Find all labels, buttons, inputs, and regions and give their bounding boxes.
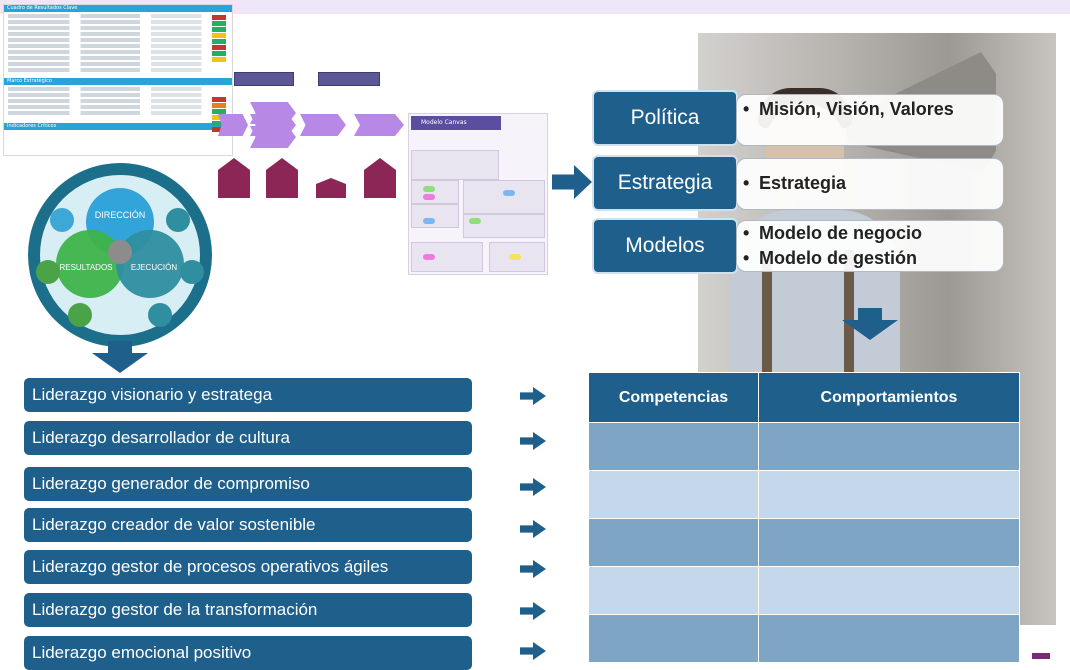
bullet: Estrategia [737,173,1003,194]
wheel-right-label: EJECUCIÓN [131,263,177,272]
table-cell [758,470,1020,519]
doc-header: Cuadro de Resultados Clave [4,5,232,12]
bullet: Modelo de gestión [737,248,1003,269]
policy-label-politica: Política [592,90,738,146]
top-strip [0,0,1070,14]
wheel-left-label: RESULTADOS [59,263,112,272]
table-row [588,614,1020,663]
doc-header: Marco Estratégico [4,78,232,85]
down-arrow-icon [842,308,898,340]
arrow-right-icon [520,387,546,405]
title-fragment [470,0,580,14]
bullet: Misión, Visión, Valores [737,99,1003,120]
leadership-item: Liderazgo generador de compromiso [24,467,472,501]
table-row [588,518,1020,567]
column-header: Competencias [588,372,759,423]
bullet: Modelo de negocio [737,223,1003,244]
table-cell [758,614,1020,663]
arrow-right-icon [520,560,546,578]
table-cell [758,422,1020,471]
corner-mark [1032,653,1050,659]
document-thumbnail: Cuadro de Resultados Clave Marco Estraté… [3,4,233,156]
leadership-item: Liderazgo creador de valor sostenible [24,508,472,542]
leadership-item: Liderazgo gestor de la transformación [24,593,472,627]
leadership-item: Liderazgo gestor de procesos operativos … [24,550,472,584]
arrow-right-icon [520,432,546,450]
policy-label-estrategia: Estrategia [592,155,738,211]
table-cell [588,422,759,471]
competencies-table: Competencias Comportamientos [588,372,1020,663]
table-row [588,470,1020,519]
table-cell [588,518,759,567]
leadership-item: Liderazgo emocional positivo [24,636,472,670]
table-row [588,422,1020,471]
arrow-right-icon [520,642,546,660]
table-cell [588,566,759,615]
column-header: Comportamientos [758,372,1020,423]
policy-box-estrategia: Estrategia [736,158,1004,210]
policy-box-modelos: Modelo de negocio Modelo de gestión [736,220,1004,272]
table-cell [758,518,1020,567]
process-flow-thumbnail [214,68,414,200]
doc-header: Indicadores Críticos [4,123,232,130]
wheel-top-label: DIRECCIÓN [95,210,146,220]
down-arrow-icon [92,341,148,373]
arrow-right-icon [520,602,546,620]
table-row [588,566,1020,615]
table-cell [588,470,759,519]
policy-label-modelos: Modelos [592,218,738,274]
table-cell [758,566,1020,615]
leadership-item: Liderazgo visionario y estratega [24,378,472,412]
management-wheel: DIRECCIÓN RESULTADOS EJECUCIÓN [28,163,212,347]
canvas-title: Modelo Canvas [411,116,501,130]
arrow-right-icon [520,520,546,538]
leadership-item: Liderazgo desarrollador de cultura [24,421,472,455]
policy-box-politica: Misión, Visión, Valores [736,94,1004,146]
table-cell [588,614,759,663]
arrow-right-icon [520,478,546,496]
right-arrow-icon [552,165,592,199]
canvas-model-thumbnail: Modelo Canvas [408,113,548,275]
